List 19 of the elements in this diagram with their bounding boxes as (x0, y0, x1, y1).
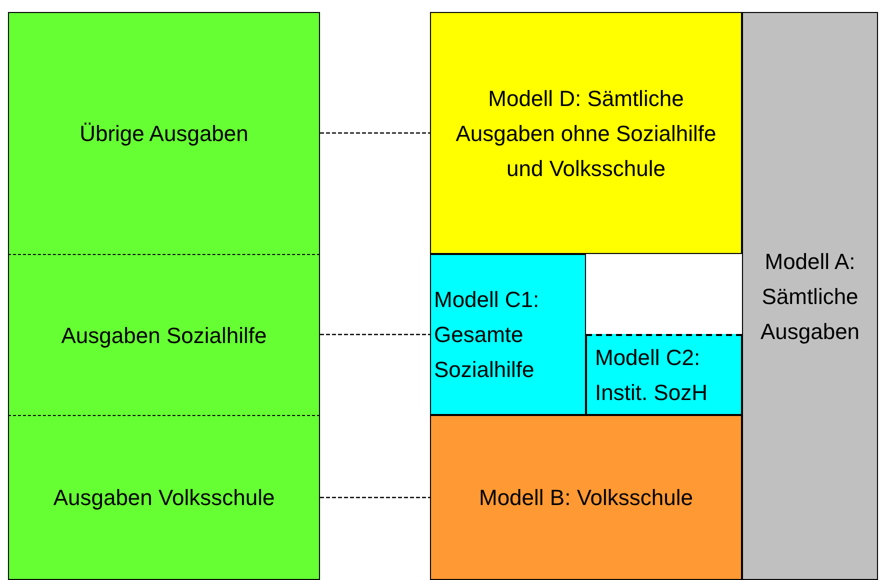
model-label: Modell C1: Gesamte Sozialhilfe (434, 286, 540, 384)
model-box (586, 334, 742, 415)
connector-line (320, 132, 430, 134)
section-label: Ausgaben Sozialhilfe (61, 322, 267, 350)
expense-section (8, 415, 320, 580)
model-label: Modell B: Volksschule (479, 484, 693, 512)
model-box (430, 12, 742, 254)
connector-line (320, 334, 430, 336)
section-label: Übrige Ausgaben (80, 120, 248, 148)
model-label: Modell C2: Instit. SozH (595, 344, 708, 407)
expense-section (8, 254, 320, 415)
model-box (430, 254, 586, 415)
connector-line (320, 496, 430, 498)
model-label: Modell D: Sämtliche Ausgaben ohne Sozialhilfe und Volksschule (454, 84, 718, 182)
model-label: Modell A: Sämtliche Ausgaben (759, 248, 861, 346)
expense-section (8, 12, 320, 254)
model-box (430, 415, 742, 580)
section-label: Ausgaben Volksschule (53, 484, 275, 512)
model-box (742, 12, 878, 580)
